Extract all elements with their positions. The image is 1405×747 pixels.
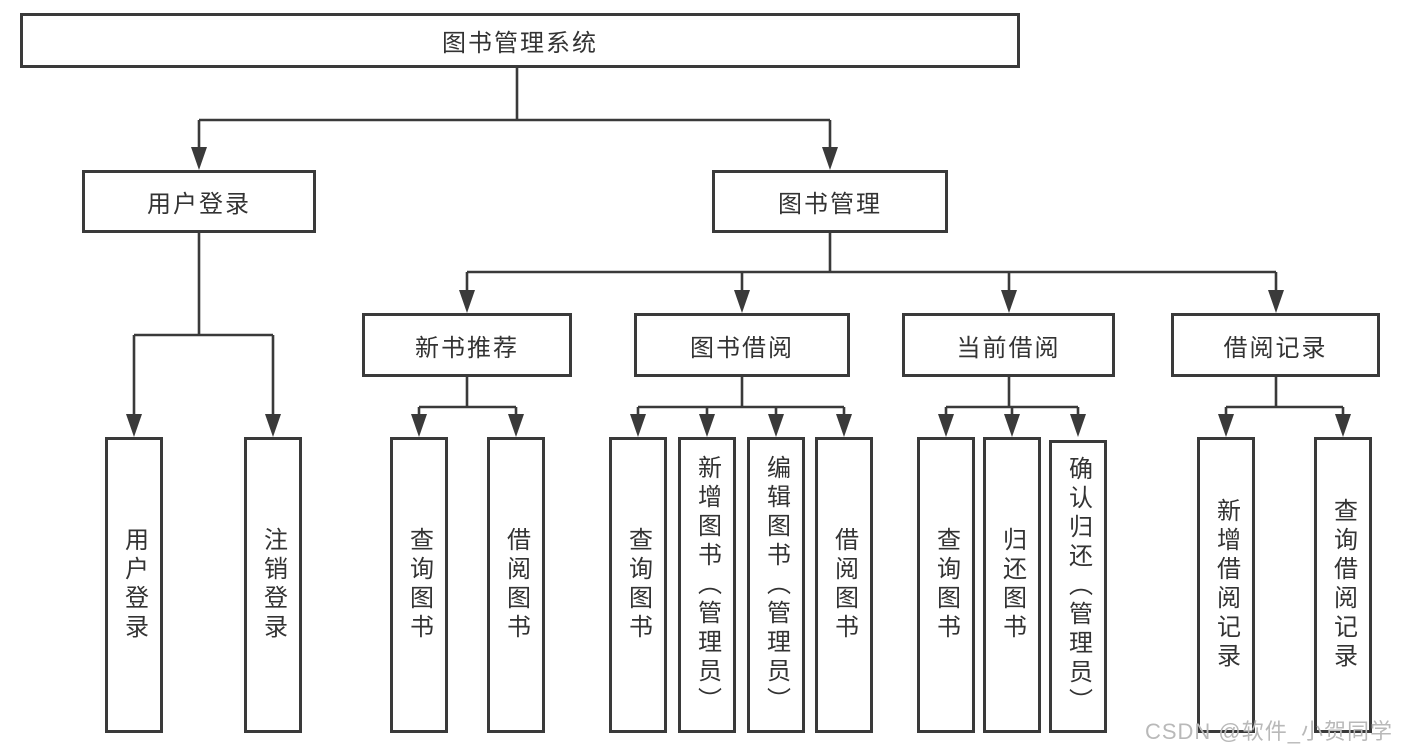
- node-book-management: 图书管理: [712, 170, 948, 233]
- node-leaf-query-borrow-record: 查询借阅记录: [1314, 437, 1372, 733]
- node-label: 图书管理系统: [442, 30, 598, 57]
- node-library-management-system: 图书管理系统: [20, 13, 1020, 68]
- connector-book-borrow-children: [630, 377, 852, 437]
- node-label: 图书管理: [778, 191, 882, 218]
- node-leaf-edit-books-admin: 编辑图书（管理员）: [747, 437, 805, 733]
- node-label: 图书借阅: [690, 334, 794, 362]
- node-label: 编辑图书（管理员）: [762, 454, 790, 716]
- node-leaf-borrow-books-recommend: 借阅图书: [487, 437, 545, 733]
- node-label: 新增图书（管理员）: [693, 454, 721, 716]
- node-label: 用户登录: [120, 527, 148, 643]
- connector-current-borrow-children: [938, 377, 1086, 437]
- connector-root-to-level2: [191, 68, 838, 170]
- node-label: 当前借阅: [956, 334, 1061, 362]
- node-label: 确认归还（管理员）: [1064, 456, 1092, 717]
- node-leaf-add-borrow-record: 新增借阅记录: [1197, 437, 1255, 733]
- node-current-borrow: 当前借阅: [902, 313, 1115, 377]
- node-leaf-confirm-return-admin: 确认归还（管理员）: [1049, 440, 1107, 733]
- node-label: 借阅记录: [1223, 334, 1328, 362]
- node-label: 归还图书: [998, 527, 1026, 643]
- node-leaf-query-books-borrow: 查询图书: [609, 437, 667, 733]
- node-leaf-logout: 注销登录: [244, 437, 302, 733]
- node-leaf-query-books-current: 查询图书: [917, 437, 975, 733]
- node-leaf-borrow-books: 借阅图书: [815, 437, 873, 733]
- node-leaf-user-login: 用户登录: [105, 437, 163, 733]
- connector-new-book-children: [411, 377, 524, 437]
- connector-user-login-children: [126, 233, 281, 437]
- node-leaf-return-books: 归还图书: [983, 437, 1041, 733]
- connector-borrow-records-children: [1218, 377, 1351, 437]
- node-leaf-query-books-recommend: 查询图书: [390, 437, 448, 733]
- node-leaf-add-books-admin: 新增图书（管理员）: [678, 437, 736, 733]
- node-label: 注销登录: [259, 527, 287, 643]
- connector-book-mgmt-to-level3: [459, 233, 1284, 313]
- node-label: 查询图书: [932, 527, 960, 643]
- node-label: 借阅图书: [502, 527, 530, 643]
- node-user-login: 用户登录: [82, 170, 316, 233]
- node-label: 新书推荐: [415, 334, 519, 362]
- node-label: 新增借阅记录: [1212, 498, 1240, 672]
- node-borrow-records: 借阅记录: [1171, 313, 1380, 377]
- node-book-borrow: 图书借阅: [634, 313, 850, 377]
- node-new-book-recommend: 新书推荐: [362, 313, 572, 377]
- node-label: 借阅图书: [830, 527, 858, 643]
- node-label: 查询图书: [624, 527, 652, 643]
- node-label: 查询借阅记录: [1329, 498, 1357, 672]
- node-label: 查询图书: [405, 527, 433, 643]
- node-label: 用户登录: [147, 191, 251, 218]
